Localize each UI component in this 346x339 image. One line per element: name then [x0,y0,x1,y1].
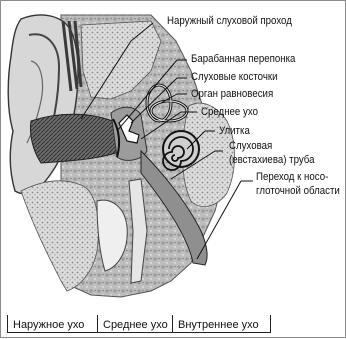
label-eardrum: Барабанная перепонка [191,53,295,65]
section-divider [97,315,98,333]
label-eustachian-tube-line1: Слуховая [229,140,272,152]
label-balance-organ: Орган равновесия [191,88,273,100]
label-nasopharynx-line2: глоточной области [256,185,340,197]
label-outer-ear-canal: Наружный слуховой проход [167,15,292,27]
ear-canal [30,114,121,163]
label-nasopharynx-line1: Переход к носо- [256,171,328,183]
section-divider [270,315,271,333]
section-divider [7,315,8,333]
section-outer-ear: Наружное ухо [13,317,84,333]
section-divider [172,315,173,333]
section-middle-ear: Среднее ухо [103,317,168,333]
label-eustachian-tube-line2: (евстахиева) труба [229,154,315,166]
label-cochlea: Улитка [219,125,250,137]
section-inner-ear: Внутреннее ухо [178,317,259,333]
section-baseline [7,332,271,333]
soft-tissue-lower [21,181,98,291]
label-middle-ear: Среднее ухо [201,106,258,118]
label-ossicles: Слуховые косточки [191,71,278,83]
